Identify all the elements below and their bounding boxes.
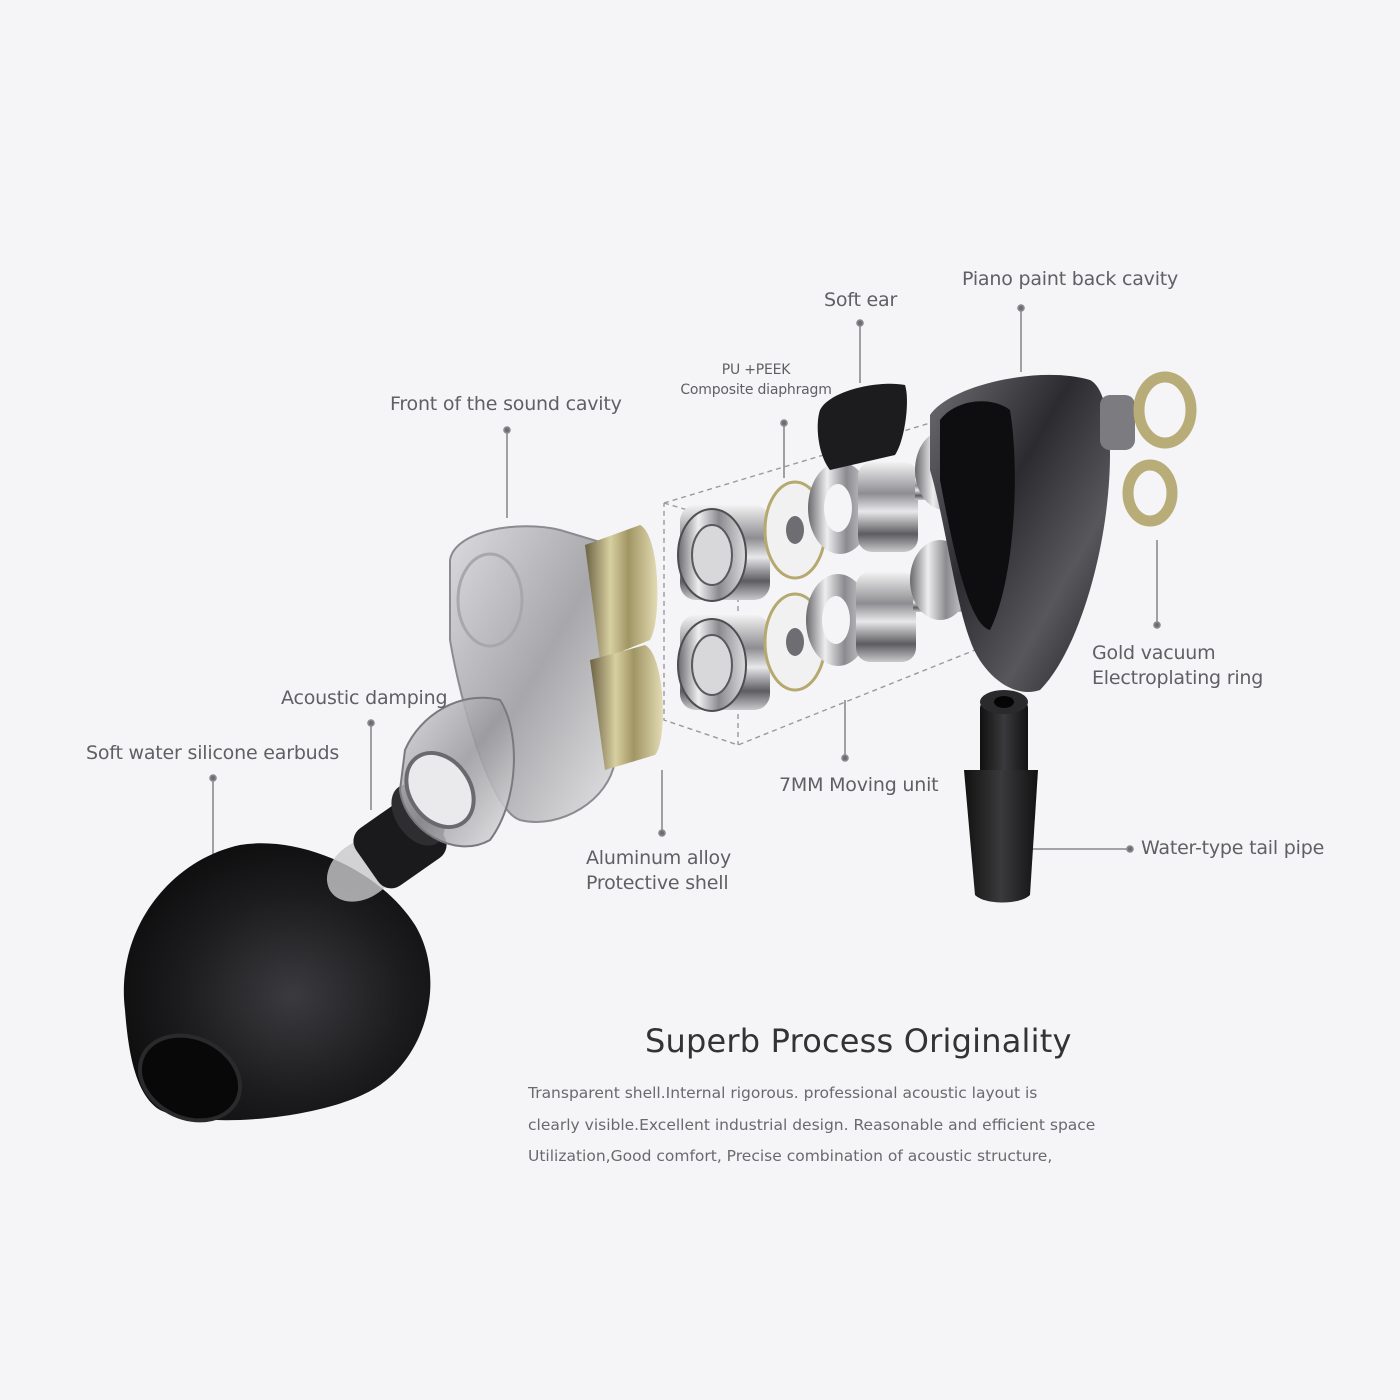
label-tail-pipe: Water-type tail pipe: [1141, 836, 1324, 861]
section-description: Transparent shell.Internal rigorous. pro…: [528, 1078, 1168, 1173]
label-text: Composite diaphragm: [680, 382, 832, 398]
front-sound-cavity: [398, 525, 623, 848]
leader-lines: [209, 304, 1161, 900]
label-text: Soft ear: [824, 289, 898, 311]
label-text: Soft water silicone earbuds: [86, 742, 340, 764]
label-silicone-earbuds: Soft water silicone earbuds: [86, 741, 339, 766]
label-composite-diaphragm: PU +PEEK Composite diaphragm: [676, 360, 836, 400]
section-title: Superb Process Originality: [645, 1022, 1072, 1060]
label-text: Protective shell: [586, 872, 729, 894]
label-gold-electroplating-ring: Gold vacuum Electroplating ring: [1092, 641, 1263, 691]
label-text: Gold vacuum: [1092, 642, 1216, 664]
description-line: Transparent shell.Internal rigorous. pro…: [528, 1084, 1038, 1102]
label-text: Front of the sound cavity: [390, 393, 622, 415]
water-type-tail-pipe: [964, 690, 1038, 903]
description-line: Utilization,Good comfort, Precise combin…: [528, 1147, 1053, 1165]
piano-back-cavity: [930, 374, 1135, 692]
silicone-eartip: [123, 838, 431, 1123]
gold-electroplating-rings: [1122, 371, 1197, 527]
label-text: Acoustic damping: [281, 687, 448, 709]
label-front-sound-cavity: Front of the sound cavity: [390, 392, 622, 417]
label-text: Piano paint back cavity: [962, 268, 1179, 290]
soft-ear: [817, 383, 907, 470]
label-text: PU +PEEK: [721, 362, 791, 378]
aluminum-alloy-shell: [585, 525, 663, 770]
label-moving-unit: 7MM Moving unit: [779, 773, 939, 798]
label-soft-ear: Soft ear: [824, 288, 897, 313]
label-piano-back-cavity: Piano paint back cavity: [962, 267, 1178, 292]
driver-front-top: [677, 505, 770, 602]
driver-front-bottom: [677, 615, 770, 712]
label-text: Water-type tail pipe: [1141, 837, 1325, 859]
label-acoustic-damping: Acoustic damping: [281, 686, 448, 711]
label-text: 7MM Moving unit: [779, 774, 939, 796]
description-line: clearly visible.Excellent industrial des…: [528, 1115, 1096, 1134]
label-aluminum-shell: Aluminum alloy Protective shell: [586, 846, 731, 896]
label-text: Electroplating ring: [1092, 667, 1264, 689]
label-text: Aluminum alloy: [586, 847, 732, 869]
